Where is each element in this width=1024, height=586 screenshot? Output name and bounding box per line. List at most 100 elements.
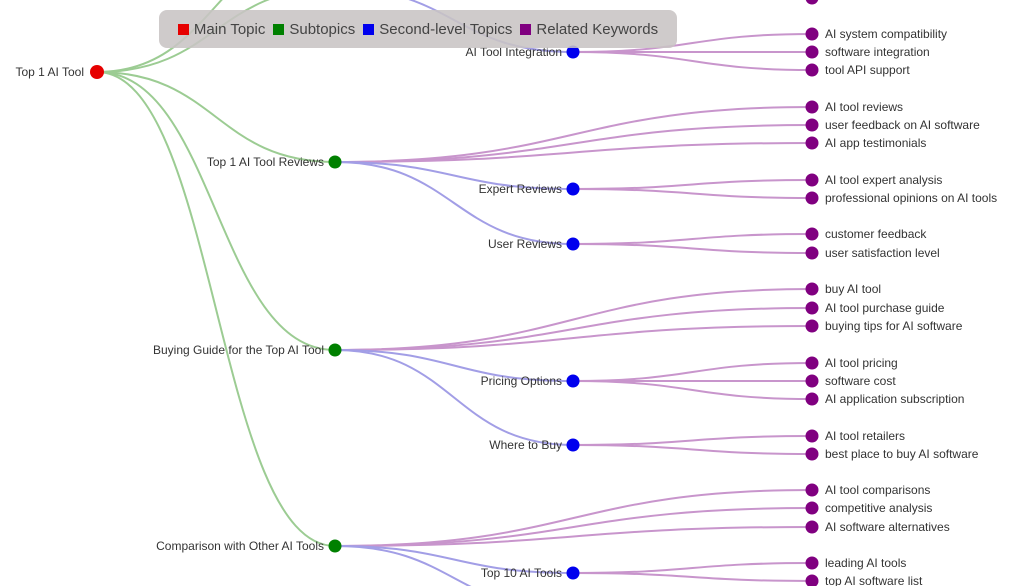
link-to-ai-application-subscription xyxy=(572,380,813,400)
link-root-to-comparison-with-other-ai-tools xyxy=(96,71,336,547)
keyword-node-software-cost[interactable] xyxy=(805,374,819,388)
legend-item-subtopics[interactable]: Subtopics xyxy=(273,21,355,38)
root-label: Top 1 AI Tool xyxy=(16,65,85,79)
keyword-label-user-satisfaction-level: user satisfaction level xyxy=(825,246,940,260)
tree-nodes: Top 1 AI Tool AI Tool Integration AI syste… xyxy=(16,0,997,586)
keyword-node-offscreen-top[interactable] xyxy=(805,0,819,5)
legend-item-main-topic[interactable]: Main Topic xyxy=(177,20,266,38)
second-level-node-where-to-buy[interactable] xyxy=(566,438,580,452)
keyword-node-ai-tool-retailers[interactable] xyxy=(805,429,819,443)
legend-label-subtopics: Subtopics xyxy=(289,20,356,38)
keyword-label-ai-tool-purchase-guide: AI tool purchase guide xyxy=(825,301,945,315)
link-to-buying-tips-for-ai-software xyxy=(334,325,813,351)
keyword-node-best-place-to-buy-ai-software[interactable] xyxy=(805,447,819,461)
keyword-node-tool-api-support[interactable] xyxy=(805,63,819,77)
keyword-label-tool-api-support: tool API support xyxy=(825,63,910,77)
keyword-label-top-ai-software-list: top AI software list xyxy=(825,574,923,586)
link-to-ai-tool-reviews xyxy=(334,106,813,163)
subtopic-node-top-1-ai-tool-reviews[interactable] xyxy=(328,155,342,169)
link-to-ai-tool-retailers xyxy=(572,435,813,446)
keyword-label-ai-tool-pricing: AI tool pricing xyxy=(825,356,898,370)
subtopic-node-comparison-with-other-ai-tools[interactable] xyxy=(328,539,342,553)
link-to-customer-feedback xyxy=(572,233,813,245)
keyword-node-ai-system-compatibility[interactable] xyxy=(805,27,819,41)
keyword-node-user-satisfaction-level[interactable] xyxy=(805,246,819,260)
link-to-ai-tool-comparisons xyxy=(334,489,813,547)
link-to-top-ai-software-list xyxy=(572,572,813,582)
second-level-node-pricing-options[interactable] xyxy=(566,374,580,388)
second-level-label-ai-tool-integration: AI Tool Integration xyxy=(465,45,562,59)
keyword-label-best-place-to-buy-ai-software: best place to buy AI software xyxy=(825,447,979,461)
root-node[interactable] xyxy=(90,65,104,79)
subtopic-label-top-1-ai-tool-reviews: Top 1 AI Tool Reviews xyxy=(207,155,324,169)
keyword-node-top-ai-software-list[interactable] xyxy=(805,574,819,586)
keyword-label-buying-tips-for-ai-software: buying tips for AI software xyxy=(825,319,963,333)
keyword-node-ai-tool-comparisons[interactable] xyxy=(805,483,819,497)
keyword-label-ai-tool-comparisons: AI tool comparisons xyxy=(825,483,930,497)
keyword-node-buy-ai-tool[interactable] xyxy=(805,282,819,296)
legend-label-related-keywords: Related Keywords xyxy=(536,20,659,38)
keyword-label-professional-opinions-on-ai-tools: professional opinions on AI tools xyxy=(825,191,997,205)
keyword-node-ai-app-testimonials[interactable] xyxy=(805,136,819,150)
keyword-node-user-feedback-on-ai-software[interactable] xyxy=(805,118,819,132)
keyword-label-leading-ai-tools: leading AI tools xyxy=(825,556,906,570)
second-level-label-where-to-buy: Where to Buy xyxy=(489,438,562,452)
keyword-node-leading-ai-tools[interactable] xyxy=(805,556,819,570)
keyword-label-ai-software-alternatives: AI software alternatives xyxy=(825,520,950,534)
second-level-node-expert-reviews[interactable] xyxy=(566,182,580,196)
keyword-label-software-integration: software integration xyxy=(825,45,930,59)
legend-item-related-keywords[interactable]: Related Keywords xyxy=(520,21,658,38)
link-to-ai-tool-expert-analysis xyxy=(572,179,813,190)
keyword-node-software-integration[interactable] xyxy=(805,45,819,59)
link-to-top-10-ai-tools xyxy=(334,545,574,574)
link-root-offscreen-top xyxy=(96,0,223,73)
keyword-label-ai-system-compatibility: AI system compatibility xyxy=(825,27,947,41)
keyword-label-software-cost: software cost xyxy=(825,374,896,388)
second-level-node-top-10-ai-tools[interactable] xyxy=(566,566,580,580)
link-offscreen-bottom-branch xyxy=(334,545,472,586)
legend-swatch-subtopics xyxy=(273,23,285,35)
keyword-label-ai-app-testimonials: AI app testimonials xyxy=(825,136,926,150)
legend: Main Topic Subtopics Second-level Topics… xyxy=(159,10,677,48)
keyword-node-professional-opinions-on-ai-tools[interactable] xyxy=(805,191,819,205)
link-root-to-top-1-ai-tool-reviews xyxy=(96,71,336,163)
link-to-best-place-to-buy-ai-software xyxy=(572,444,813,455)
link-to-where-to-buy xyxy=(334,349,574,446)
link-to-buy-ai-tool xyxy=(334,288,813,351)
keyword-node-ai-software-alternatives[interactable] xyxy=(805,520,819,534)
keyword-node-competitive-analysis[interactable] xyxy=(805,501,819,515)
keyword-label-ai-tool-reviews: AI tool reviews xyxy=(825,100,903,114)
keyword-label-ai-tool-expert-analysis: AI tool expert analysis xyxy=(825,173,942,187)
legend-swatch-second-level-topics xyxy=(363,23,375,35)
keyword-label-buy-ai-tool: buy AI tool xyxy=(825,282,881,296)
keyword-node-ai-tool-purchase-guide[interactable] xyxy=(805,301,819,315)
keyword-label-customer-feedback: customer feedback xyxy=(825,227,927,241)
link-to-user-satisfaction-level xyxy=(572,243,813,254)
second-level-node-ai-tool-integration[interactable] xyxy=(566,45,580,59)
legend-item-second-level-topics[interactable]: Second-level Topics xyxy=(363,21,512,38)
keyword-node-buying-tips-for-ai-software[interactable] xyxy=(805,319,819,333)
subtopic-label-buying-guide-for-the-top-ai-tool: Buying Guide for the Top AI Tool xyxy=(153,343,324,357)
keyword-node-customer-feedback[interactable] xyxy=(805,227,819,241)
second-level-label-user-reviews: User Reviews xyxy=(488,237,562,251)
link-to-ai-tool-purchase-guide xyxy=(334,307,813,351)
keyword-node-ai-application-subscription[interactable] xyxy=(805,392,819,406)
subtopic-label-comparison-with-other-ai-tools: Comparison with Other AI Tools xyxy=(156,539,324,553)
link-to-ai-tool-pricing xyxy=(572,362,813,382)
link-to-ai-software-alternatives xyxy=(334,526,813,547)
keyword-node-ai-tool-pricing[interactable] xyxy=(805,356,819,370)
link-root-to-buying-guide-for-the-top-ai-tool xyxy=(96,71,336,351)
keyword-label-ai-application-subscription: AI application subscription xyxy=(825,392,964,406)
link-to-leading-ai-tools xyxy=(572,562,813,574)
legend-label-main-topic: Main Topic xyxy=(193,20,266,38)
link-to-tool-api-support xyxy=(572,51,813,71)
link-to-pricing-options xyxy=(334,349,574,382)
link-to-user-reviews xyxy=(334,161,574,245)
keyword-node-ai-tool-expert-analysis[interactable] xyxy=(805,173,819,187)
legend-swatch-main-topic xyxy=(177,23,189,35)
subtopic-node-buying-guide-for-the-top-ai-tool[interactable] xyxy=(328,343,342,357)
keyword-node-ai-tool-reviews[interactable] xyxy=(805,100,819,114)
second-level-node-user-reviews[interactable] xyxy=(566,237,580,251)
legend-swatch-related-keywords xyxy=(520,23,532,35)
